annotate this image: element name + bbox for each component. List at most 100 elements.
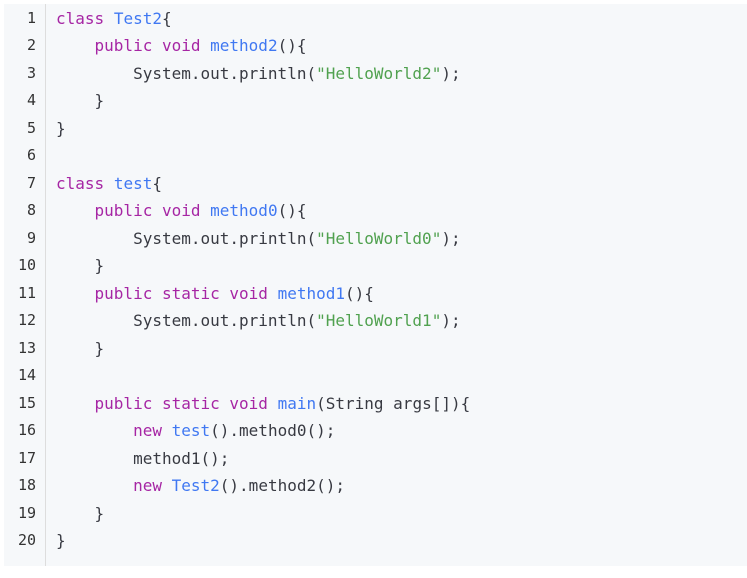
code-token-plain (152, 201, 162, 220)
code-token-plain: (){ (277, 36, 307, 55)
line-number: 11 (17, 283, 36, 302)
code-token-plain (201, 36, 211, 55)
code-token-plain: ); (441, 311, 461, 330)
line-number: 12 (17, 311, 36, 329)
code-token-plain (104, 174, 114, 193)
code-token-plain: System.out.println( (56, 63, 317, 83)
code-token-title: test (171, 421, 211, 440)
code-token-plain (152, 36, 162, 55)
code-line: System.out.println("HelloWorld0"); (56, 225, 461, 253)
line-number: 6 (26, 146, 36, 164)
code-token-title: main (277, 393, 317, 413)
code-token-str: "HelloWorld1" (316, 311, 442, 330)
code-token-kw: void (161, 36, 201, 55)
code-token-kw: new (133, 421, 162, 440)
line-number: 18 (17, 476, 36, 494)
line-number: 4 (26, 91, 36, 109)
code-area[interactable]: class Test2{ public void method2(){ Syst… (56, 4, 747, 566)
code-token-kw: class (56, 8, 105, 28)
code-line: method1(); (56, 445, 229, 473)
code-token-plain: } (56, 118, 66, 138)
code-token-title: method2 (210, 36, 278, 55)
code-token-kw: public (94, 283, 153, 303)
code-line: public void method0(){ (56, 197, 307, 225)
code-token-plain (162, 421, 172, 440)
line-number: 15 (17, 393, 36, 412)
code-token-plain: ().method0(); (210, 421, 336, 440)
code-token-kw: void (229, 393, 268, 413)
code-token-title: method0 (210, 201, 278, 220)
code-token-kw: static (161, 393, 220, 413)
code-line: new Test2().method2(); (56, 472, 345, 500)
code-token-plain (56, 284, 95, 303)
code-token-plain (220, 394, 230, 413)
code-line: System.out.println("HelloWorld2"); (56, 60, 461, 88)
code-token-title: Test2 (171, 476, 220, 495)
code-token-plain (162, 476, 172, 495)
code-token-plain (56, 476, 133, 495)
code-line: new test().method0(); (56, 417, 335, 445)
code-token-kw: static (161, 283, 220, 303)
line-number: 19 (17, 503, 36, 522)
code-token-plain: (){ (277, 201, 307, 220)
code-line: public static void main(String args[]){ (56, 390, 471, 418)
code-token-kw: new (133, 476, 162, 495)
code-token-plain: ); (441, 228, 461, 248)
line-number: 1 (26, 8, 36, 27)
code-token-title: method1 (277, 283, 346, 303)
line-number: 7 (26, 173, 36, 192)
line-number: 5 (26, 118, 36, 137)
code-line: public void method2(){ (56, 32, 307, 60)
code-token-str: "HelloWorld2" (316, 63, 442, 83)
code-token-plain: ); (441, 63, 461, 83)
code-token-kw: public (94, 36, 153, 55)
code-token-plain: { (152, 173, 162, 193)
line-number: 8 (26, 201, 36, 219)
code-token-plain: System.out.println( (56, 228, 317, 248)
code-token-plain: (String args[]){ (316, 393, 471, 413)
line-number: 2 (26, 36, 36, 54)
code-line: System.out.println("HelloWorld1"); (56, 307, 461, 335)
line-number: 9 (26, 228, 36, 247)
code-line: } (56, 115, 66, 143)
code-token-plain (104, 9, 114, 28)
code-token-str: "HelloWorld0" (316, 228, 442, 248)
code-line: } (56, 527, 66, 555)
code-token-plain (220, 284, 230, 303)
line-number: 3 (26, 63, 36, 82)
code-token-plain (56, 36, 95, 55)
line-number: 20 (17, 531, 36, 549)
code-token-plain: ().method2(); (219, 476, 346, 495)
line-number: 17 (17, 448, 36, 467)
code-token-kw: void (229, 283, 268, 303)
code-line: class test{ (56, 170, 162, 198)
code-token-plain (201, 201, 211, 220)
line-number: 13 (17, 338, 36, 357)
code-token-kw: public (94, 393, 153, 413)
code-token-plain (152, 284, 162, 303)
code-token-plain: System.out.println( (56, 311, 317, 330)
code-token-title: test (113, 173, 153, 193)
code-token-plain: (){ (345, 283, 374, 303)
code-line: public static void method1(){ (56, 280, 374, 308)
code-token-plain (56, 394, 95, 413)
code-token-plain: } (56, 256, 105, 275)
code-token-plain (56, 421, 133, 440)
code-token-kw: class (56, 173, 105, 193)
code-token-plain (56, 201, 95, 220)
code-token-plain: } (56, 91, 105, 110)
code-line: } (56, 87, 105, 115)
code-token-plain: method1(); (56, 448, 230, 468)
code-token-title: Test2 (113, 8, 162, 28)
code-line: } (56, 252, 105, 280)
code-token-kw: void (161, 201, 201, 220)
code-token-plain: } (56, 338, 105, 358)
code-line: } (56, 500, 105, 528)
code-token-kw: public (94, 201, 153, 220)
code-token-plain: { (161, 8, 172, 28)
code-token-plain: } (56, 531, 66, 550)
code-token-plain: } (56, 503, 105, 523)
code-line: class Test2{ (56, 5, 172, 33)
